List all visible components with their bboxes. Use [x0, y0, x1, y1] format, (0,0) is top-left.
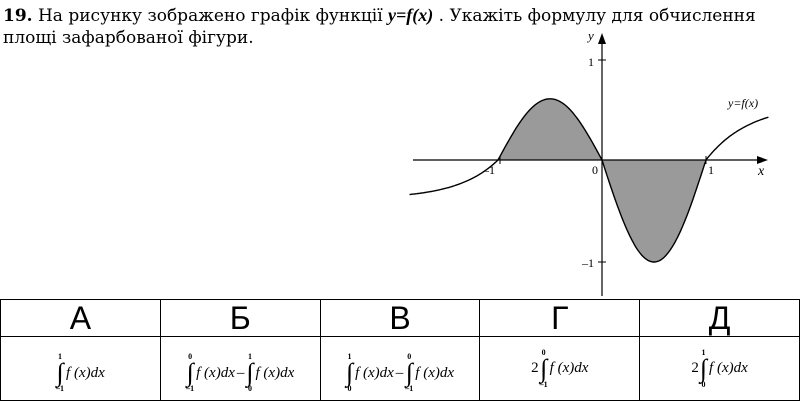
integrand: f (x)dx: [549, 360, 589, 376]
question-line-2: площі зафарбованої фігури.: [3, 28, 254, 48]
answer-letter-b[interactable]: Б: [159, 299, 321, 337]
upper-limit: 0: [541, 347, 546, 357]
curve-label: y=f(x): [727, 96, 758, 110]
integral-sign: 0∫–1: [186, 352, 195, 393]
integral-sign: 1∫0: [699, 347, 708, 389]
function-curve: [409, 98, 769, 263]
question-function: y=f(x): [388, 5, 433, 25]
upper-limit: 1: [247, 352, 252, 361]
integrand: f (x)dx: [709, 360, 748, 376]
x-axis-arrow: [757, 156, 768, 164]
upper-limit: 1: [347, 352, 352, 361]
answer-letter-g[interactable]: Г: [479, 299, 641, 337]
integrand: f (x)dx: [66, 364, 105, 381]
question-text: 19. На рисунку зображено графік функції …: [3, 4, 798, 49]
question-text-after: . Укажіть формулу для обчислення: [433, 6, 756, 26]
integrand: f (x)dx: [196, 364, 235, 381]
answer-letter-d[interactable]: Д: [639, 299, 800, 337]
integral-sign: 0∫–1: [405, 352, 414, 393]
answer-letter-v[interactable]: В: [319, 299, 481, 337]
upper-limit: 0: [407, 352, 412, 361]
upper-limit: 1: [58, 352, 63, 361]
y-axis-arrow: [598, 33, 606, 44]
lower-limit: 0: [701, 379, 706, 389]
shaded-region: [498, 98, 706, 262]
integral-sign: 0∫–1: [539, 347, 548, 389]
x-tick-label-neg: –1: [482, 163, 495, 177]
formula-coefficient: 2: [531, 360, 539, 376]
y-tick-label-pos: 1: [588, 55, 594, 69]
answer-letter-a[interactable]: А: [0, 299, 161, 337]
lower-limit: –1: [539, 379, 548, 389]
lower-limit: –1: [186, 384, 195, 393]
answer-letters-row: А Б В Г Д: [0, 299, 800, 337]
formula-coefficient: 2: [691, 360, 699, 376]
lower-limit: –1: [405, 384, 414, 393]
function-graph: y x 1 –1 –1 1 0 y=f(x): [409, 28, 769, 296]
lower-limit: –1: [56, 384, 65, 393]
integrand: f (x)dx: [255, 364, 295, 381]
integrand: f (x)dx: [415, 364, 455, 381]
y-axis-label: y: [586, 28, 594, 43]
integral-sign: 1∫0: [246, 352, 254, 393]
origin-label: 0: [592, 163, 598, 177]
formula-operator: –: [395, 364, 404, 381]
y-tick-label-neg: –1: [581, 256, 594, 270]
upper-limit: 0: [188, 352, 193, 361]
formula-operator: –: [236, 364, 245, 381]
integral-sign: 1∫0: [345, 352, 354, 393]
question-number: 19.: [3, 6, 33, 26]
integrand: f (x)dx: [355, 364, 394, 381]
upper-limit: 1: [701, 347, 706, 357]
question-function-label: y=f(x): [388, 5, 434, 25]
x-axis-label: x: [757, 164, 765, 179]
integral-sign: 1∫–1: [56, 352, 65, 393]
x-tick-label-pos: 1: [708, 163, 714, 177]
lower-limit: 0: [347, 384, 352, 393]
question-text-before: На рисунку зображено графік функції: [32, 6, 389, 26]
lower-limit: 0: [247, 384, 252, 393]
